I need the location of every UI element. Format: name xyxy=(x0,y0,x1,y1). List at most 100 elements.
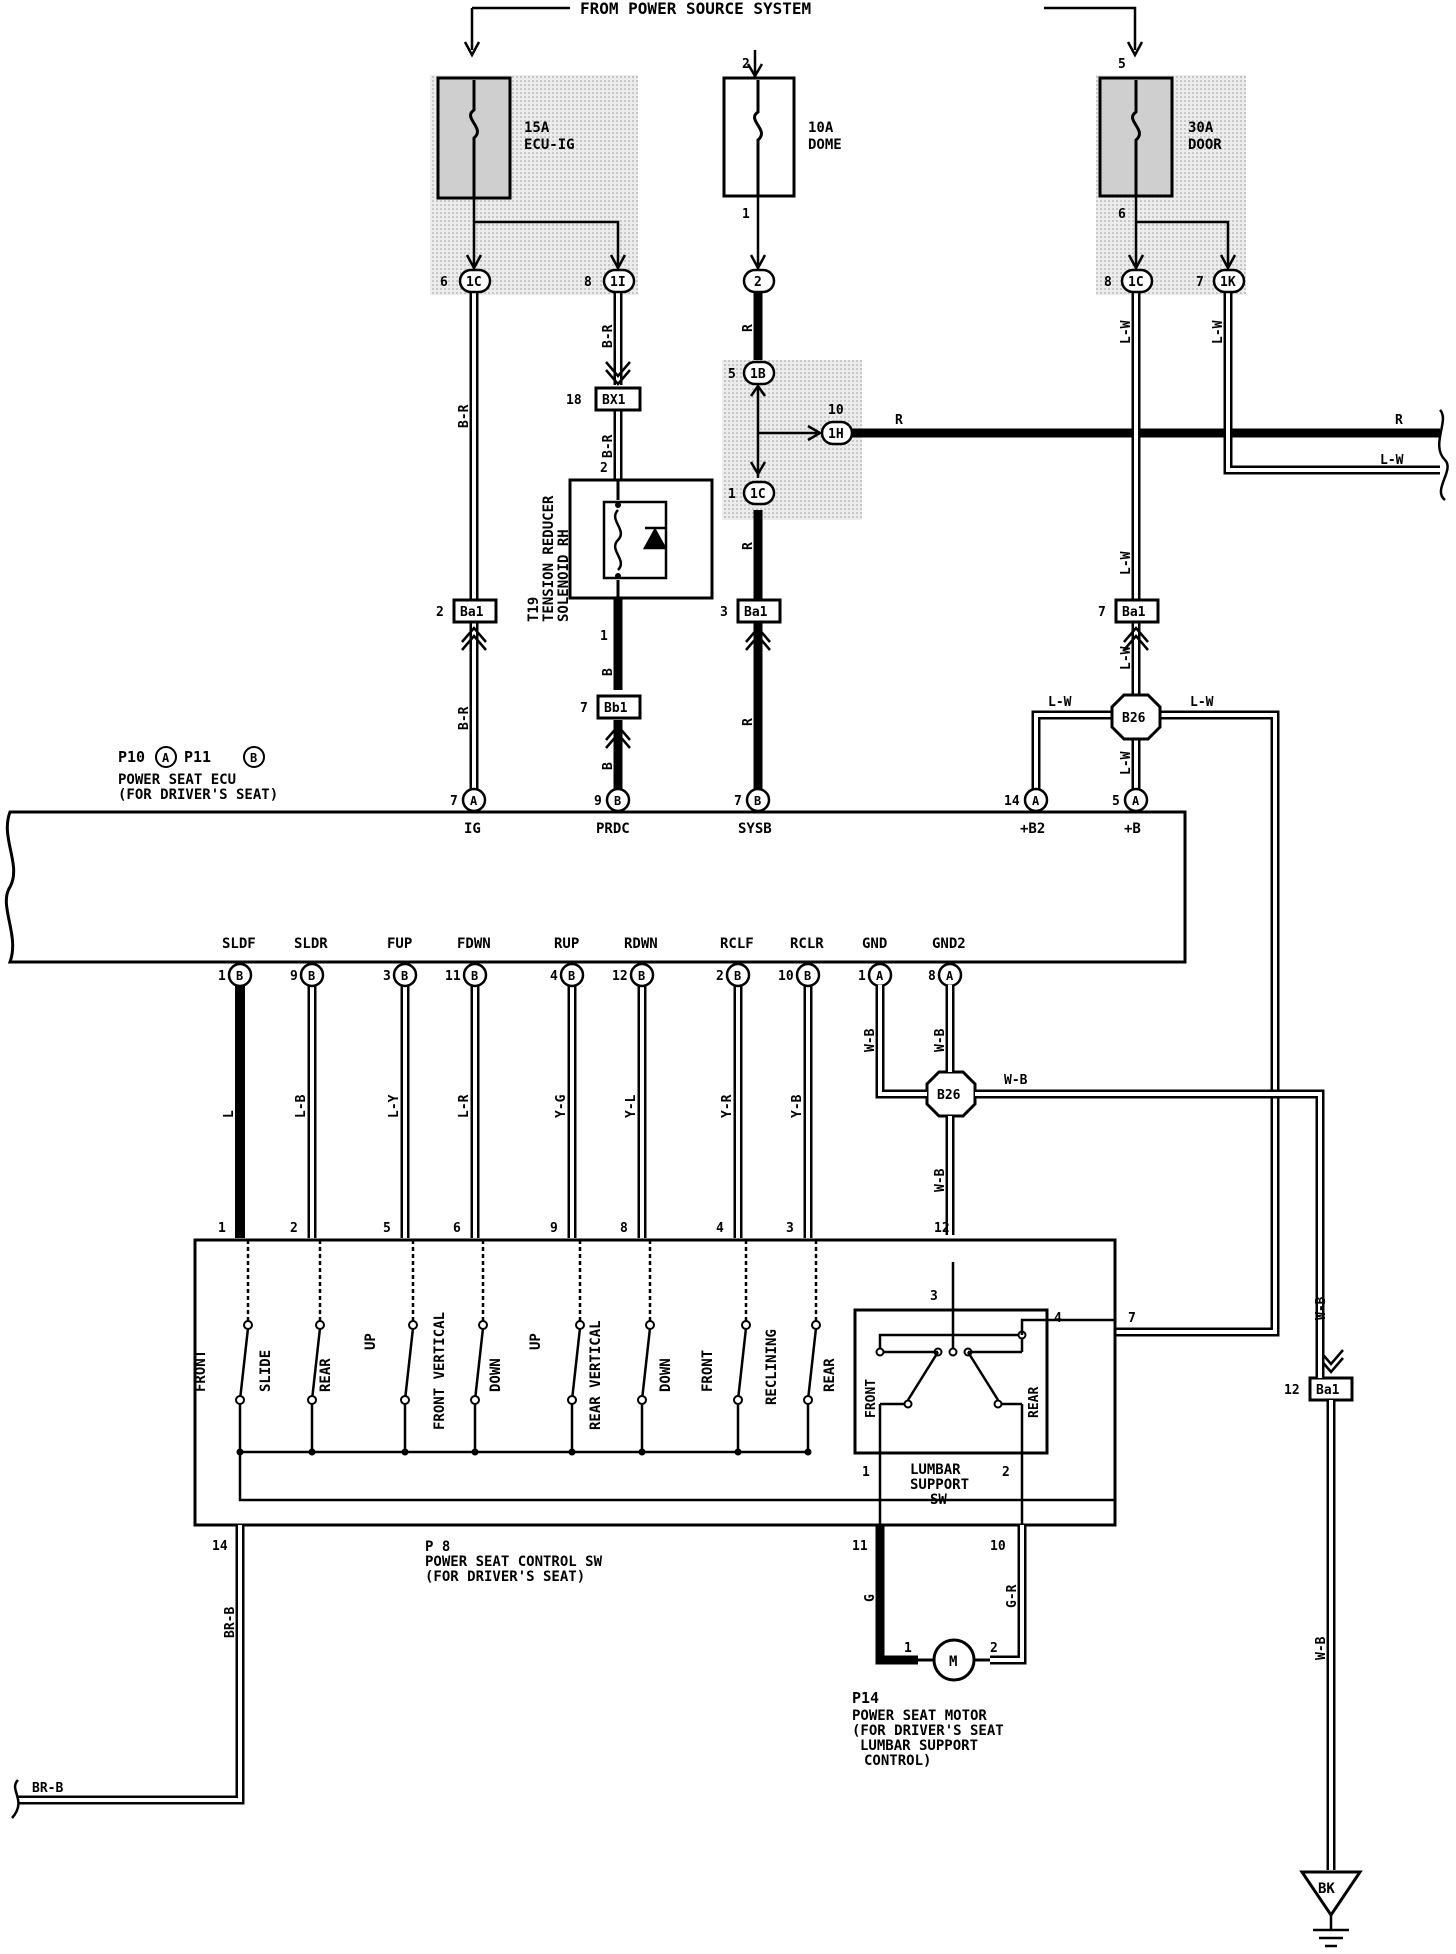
svg-text:W-B: W-B xyxy=(1004,1073,1028,1088)
switch-pin: 3 xyxy=(786,1221,794,1236)
svg-text:(FOR DRIVER'S SEAT): (FOR DRIVER'S SEAT) xyxy=(425,1569,585,1585)
svg-text:7: 7 xyxy=(580,701,588,716)
terminal-conn: B xyxy=(638,969,645,983)
contact-top xyxy=(645,1320,655,1330)
wire-wb-ground xyxy=(878,985,1333,1870)
svg-text:7: 7 xyxy=(734,794,742,809)
svg-text:1I: 1I xyxy=(610,275,626,290)
svg-text:12: 12 xyxy=(1284,1383,1300,1398)
fuse-ecu-ig: 15A ECU-IG xyxy=(436,76,575,200)
terminal-pin: 10 xyxy=(778,969,794,984)
svg-text:Ba1: Ba1 xyxy=(1316,1383,1340,1398)
terminal-name: RCLF xyxy=(720,936,754,952)
wire-lw-right xyxy=(1226,292,1440,472)
terminal-pin: 1 xyxy=(218,969,226,984)
svg-text:W-B: W-B xyxy=(1314,1296,1329,1320)
svg-text:TENSION REDUCER: TENSION REDUCER xyxy=(541,495,557,622)
wire-continuation-icon xyxy=(1438,409,1449,501)
svg-text:1: 1 xyxy=(862,1465,870,1480)
ecu-top-terminals: A 7 IG B 9 PRDC B 7 SYSB A 14 +B2 A 5 +B xyxy=(450,787,1149,837)
svg-text:REAR: REAR xyxy=(1027,1387,1042,1418)
junction-dot xyxy=(734,1448,742,1456)
junction-dot xyxy=(568,1448,576,1456)
lumbar-support-switch: 3 4 1 2 LUMBAR SUPPORT SW FRONT REAR xyxy=(853,1262,1115,1525)
switch-label: FRONT xyxy=(700,1350,716,1392)
wire-color-label: L-B xyxy=(294,1094,309,1118)
svg-text:R: R xyxy=(1395,413,1403,428)
terminal-name: FUP xyxy=(387,936,412,952)
terminal-circle xyxy=(725,962,751,988)
junction-dot xyxy=(471,1448,479,1456)
svg-text:1: 1 xyxy=(728,487,736,502)
power-seat-ecu: P10 A P11 B POWER SEAT ECU (FOR DRIVER'S… xyxy=(4,746,1187,964)
svg-text:LUMBAR: LUMBAR xyxy=(910,1462,961,1478)
terminal-conn: B xyxy=(401,969,408,983)
wire-gr-label: G-R xyxy=(1005,1584,1020,1608)
arrow-down-icon xyxy=(465,254,627,271)
svg-text:CONTROL): CONTROL) xyxy=(864,1753,931,1769)
svg-text:SW: SW xyxy=(930,1492,947,1508)
terminal-name: SLDR xyxy=(294,936,328,952)
svg-text:6: 6 xyxy=(440,275,448,290)
svg-text:B26: B26 xyxy=(937,1088,961,1103)
svg-text:L-W: L-W xyxy=(1211,320,1226,344)
svg-text:T19: T19 xyxy=(526,597,542,622)
svg-text:BX1: BX1 xyxy=(602,393,626,408)
svg-text:B: B xyxy=(601,762,616,770)
wire-color-label: L-R xyxy=(457,1094,472,1118)
contact-bottom xyxy=(637,1395,647,1405)
power-line-right xyxy=(1044,6,1137,50)
wire-brb xyxy=(18,1525,242,1802)
terminal-pin: 12 xyxy=(612,969,628,984)
junction-dot xyxy=(236,1448,244,1456)
svg-text:SOLENOID RH: SOLENOID RH xyxy=(556,529,572,622)
switch-label: UP xyxy=(528,1333,544,1350)
terminal-pin: 11 xyxy=(445,969,461,984)
svg-text:DOOR: DOOR xyxy=(1188,137,1222,153)
svg-text:A: A xyxy=(162,751,170,765)
switch-pin: 4 xyxy=(716,1221,724,1236)
svg-text:3: 3 xyxy=(720,605,728,620)
power-source-label: FROM POWER SOURCE SYSTEM xyxy=(580,0,811,18)
contact-top xyxy=(478,1320,488,1330)
terminal-circle xyxy=(462,962,488,988)
svg-text:R: R xyxy=(741,718,756,726)
svg-text:L-W: L-W xyxy=(1119,320,1134,344)
svg-text:7: 7 xyxy=(1128,1311,1136,1326)
switch-label: RECLINING xyxy=(764,1329,780,1405)
svg-text:W-B: W-B xyxy=(1314,1636,1329,1660)
svg-text:1H: 1H xyxy=(828,427,844,442)
svg-text:10: 10 xyxy=(828,403,844,418)
terminal-conn: A xyxy=(876,969,884,983)
wire-color-label: Y-R xyxy=(720,1094,735,1118)
terminal-pin: 1 xyxy=(858,969,866,984)
svg-text:1: 1 xyxy=(742,207,750,222)
contact-bottom xyxy=(307,1395,317,1405)
switch-label: SLIDE xyxy=(258,1350,274,1392)
jb-link-3 xyxy=(1134,196,1230,268)
svg-text:A: A xyxy=(470,794,478,808)
svg-text:A: A xyxy=(1032,794,1040,808)
lumbar-motor: M 1 2 P14 POWER SEAT MOTOR (FOR DRIVER'S… xyxy=(852,1638,1004,1769)
contact-bottom xyxy=(733,1395,743,1405)
svg-text:1K: 1K xyxy=(1220,275,1236,290)
wire-continuation-icon xyxy=(11,1779,20,1819)
switch-label: DOWN xyxy=(658,1358,674,1392)
arrow-down-icon xyxy=(463,41,481,58)
contact-blade xyxy=(238,1327,250,1401)
svg-text:IG: IG xyxy=(464,821,481,837)
svg-text:W-B: W-B xyxy=(933,1168,948,1192)
terminal-circle xyxy=(795,962,821,988)
svg-text:PRDC: PRDC xyxy=(596,821,630,837)
svg-text:1B: 1B xyxy=(750,367,766,382)
terminal-circle xyxy=(227,962,253,988)
svg-text:W-B: W-B xyxy=(863,1028,878,1052)
svg-text:L-W: L-W xyxy=(1119,646,1134,670)
terminal-name: RUP xyxy=(554,936,579,952)
terminal-conn: A xyxy=(946,969,954,983)
svg-text:3: 3 xyxy=(930,1289,938,1304)
contact-bottom xyxy=(235,1395,245,1405)
svg-text:R: R xyxy=(741,324,756,332)
svg-text:2: 2 xyxy=(990,1641,998,1656)
terminal-pin: 2 xyxy=(716,969,724,984)
